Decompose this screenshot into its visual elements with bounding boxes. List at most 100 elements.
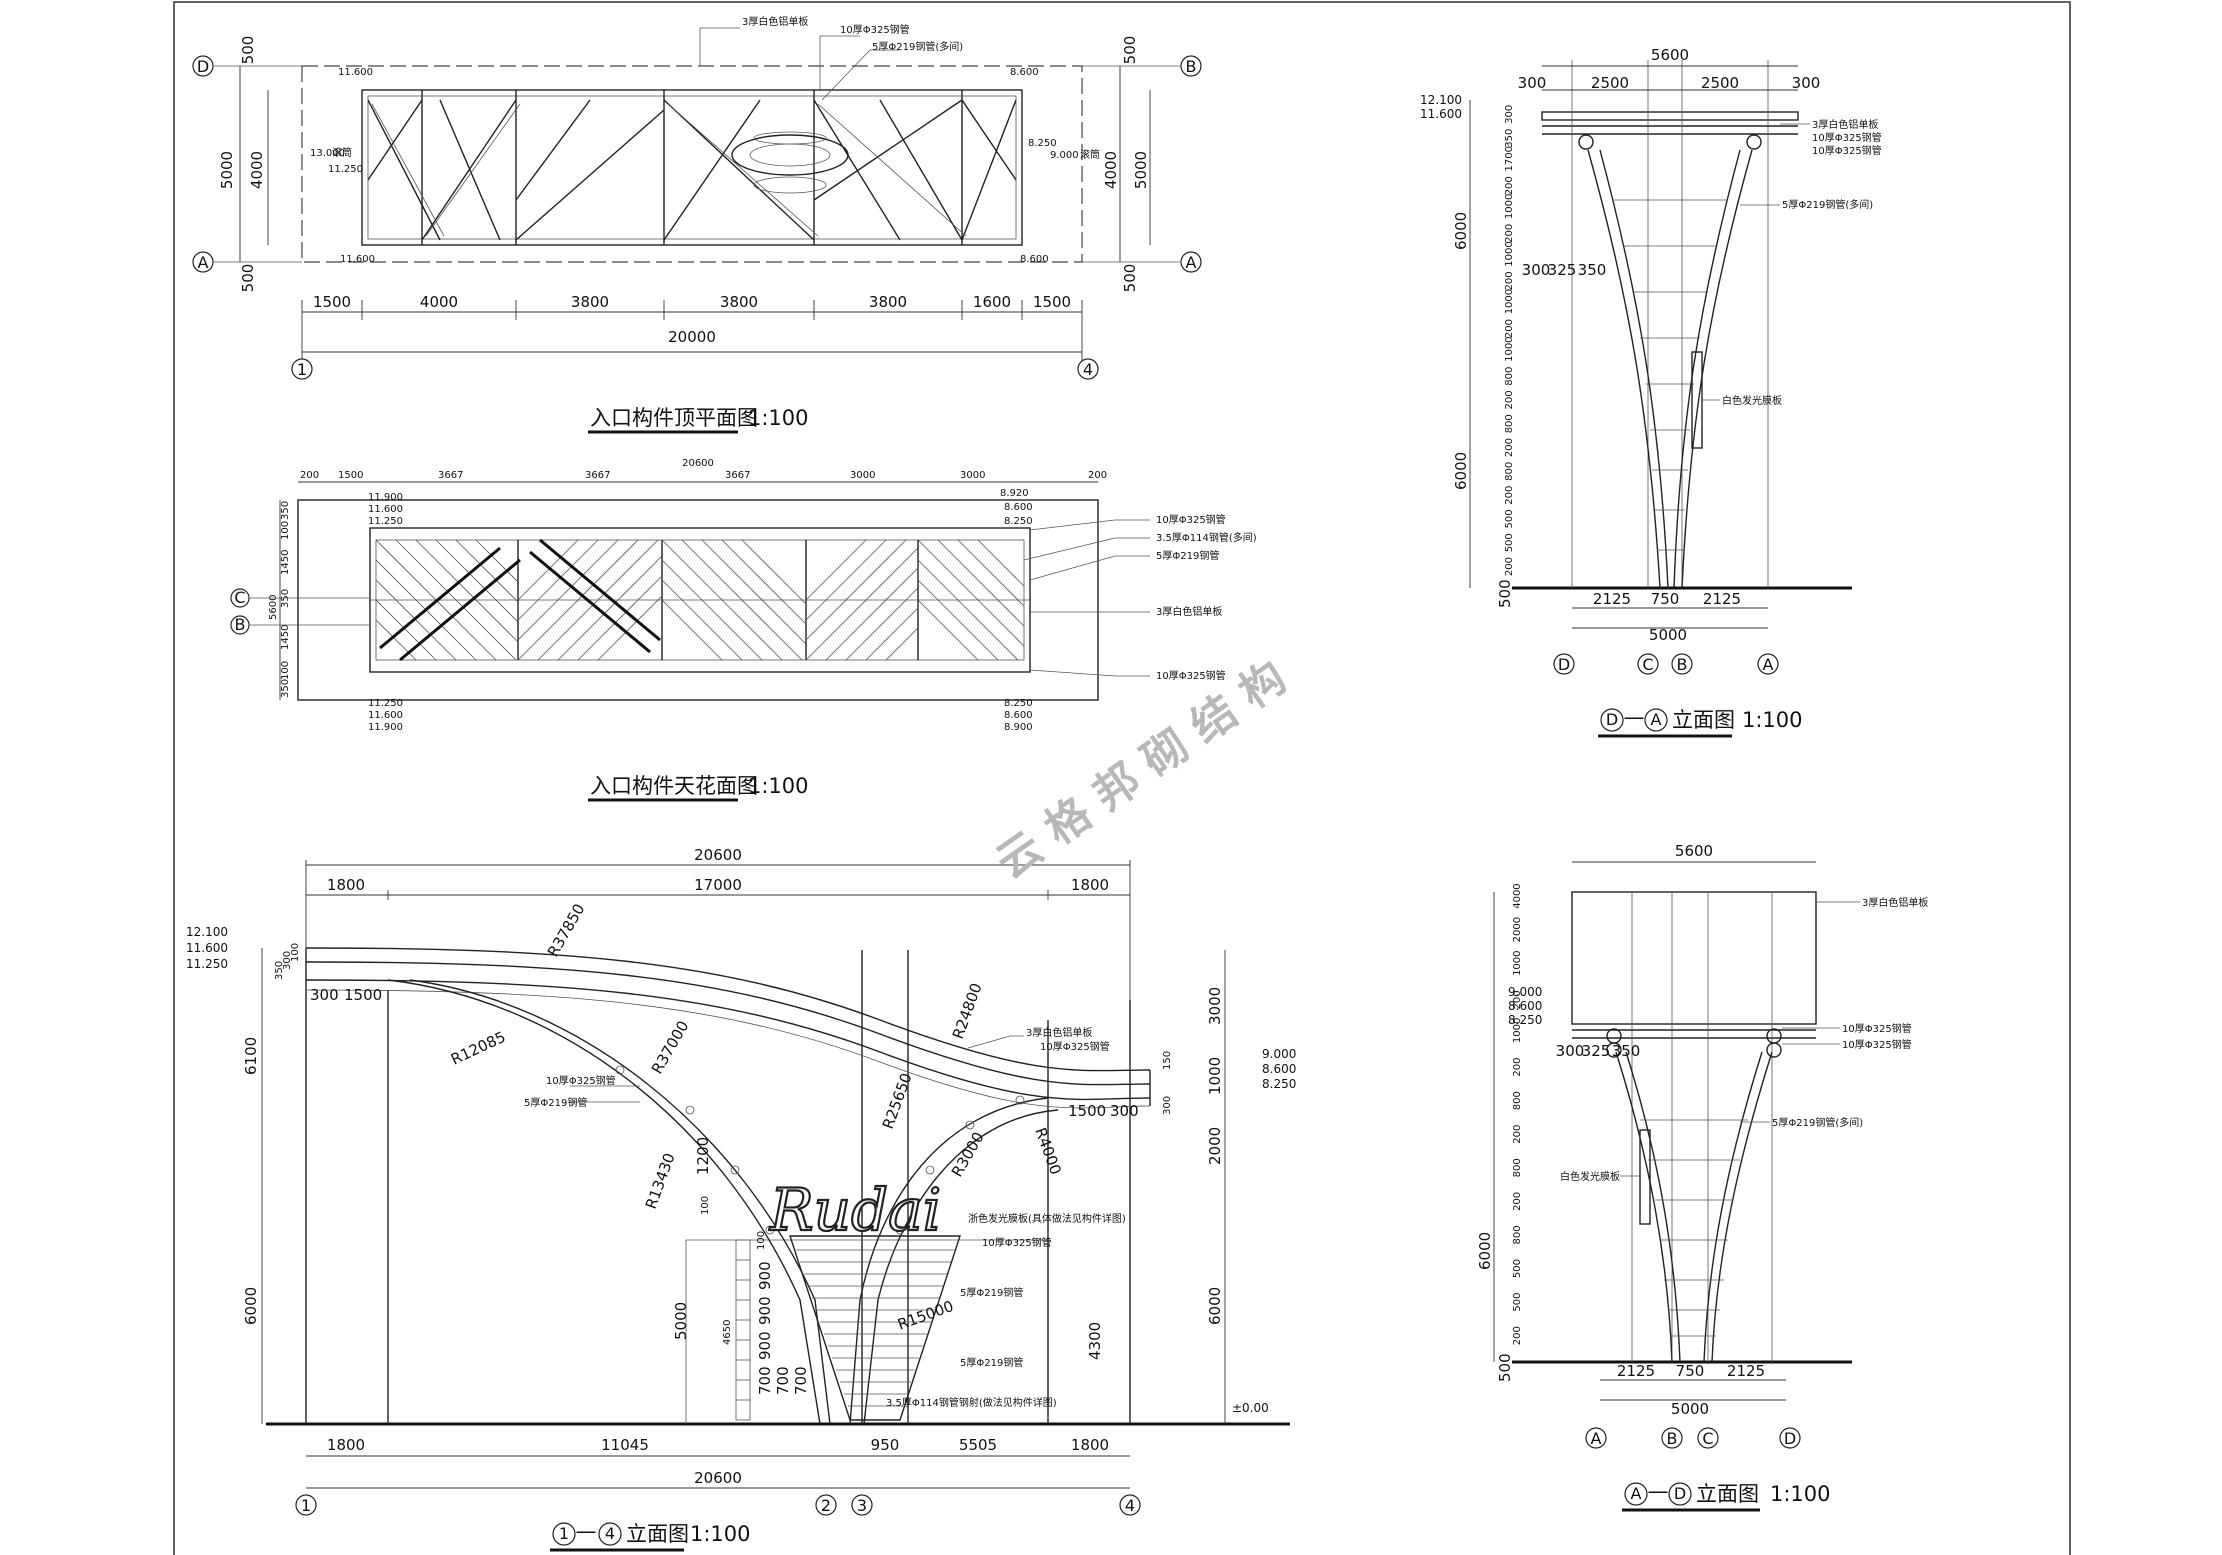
side2-level-3: 8.250 <box>1508 1013 1542 1027</box>
side2-vdim-1: 4000 <box>1512 883 1523 908</box>
front-level-l1: 12.100 <box>186 925 228 939</box>
front-rdim-3: 1000 <box>1206 1057 1224 1095</box>
side-elevation-bottom: 5600 2125 750 2125 5000 500 300 325 350 … <box>1476 842 1928 1512</box>
plan-dim-3: 3800 <box>571 293 609 311</box>
side2-vdim-3: 1000 <box>1512 950 1523 975</box>
ceiling-ldim-3: 1450 <box>280 550 291 575</box>
side1-mid-dim-3: 350 <box>1578 261 1607 279</box>
side1-bot-dim-2: 750 <box>1651 590 1680 608</box>
plan-axis-b: B <box>1186 57 1197 76</box>
front-stack-7: 700 <box>756 1366 774 1395</box>
front-note-3: 10厚Φ325钢管 <box>546 1074 616 1087</box>
plan-frame <box>361 89 1023 246</box>
front-inner-dim-3: 4650 <box>722 1320 733 1345</box>
side2-vdim-11: 800 <box>1512 1225 1523 1244</box>
side1-vdim-9: 1000 <box>1504 289 1515 314</box>
front-top-total: 20600 <box>694 846 742 864</box>
side2-bot-dim-1: 2125 <box>1617 1362 1655 1380</box>
side1-vdim-13: 200 <box>1504 390 1515 409</box>
side2-axis-1: A <box>1591 1429 1602 1448</box>
plan-level-r3: 9.000 <box>1050 150 1079 161</box>
front-level-r2: 8.600 <box>1262 1062 1296 1076</box>
ceiling-level-r2: 8.600 <box>1004 502 1033 513</box>
side1-left-total-2: 6000 <box>1452 452 1470 490</box>
side1-bot-dim-3: 2125 <box>1703 590 1741 608</box>
plan-axis-d: D <box>197 57 209 76</box>
front-stack-8: 700 <box>774 1366 792 1395</box>
plan-hub <box>731 134 849 176</box>
side1-top-dim-3: 2500 <box>1701 74 1739 92</box>
plan-dim-1: 1500 <box>313 293 351 311</box>
side1-note-5: 白色发光膜板 <box>1722 394 1782 407</box>
side1-left-total-1: 6000 <box>1452 212 1470 250</box>
front-level-r3: 8.250 <box>1262 1077 1296 1091</box>
side1-level-2: 11.600 <box>1420 107 1462 121</box>
side2-vdim-12: 500 <box>1512 1259 1523 1278</box>
side1-vdim-7: 1000 <box>1504 241 1515 266</box>
front-note-2: 10厚Φ325钢管 <box>1040 1040 1110 1053</box>
right-arch <box>849 1097 1049 1425</box>
side1-vdim-5: 1000 <box>1504 194 1515 219</box>
side2-mid-dim-1: 300 <box>1556 1042 1585 1060</box>
front-inner-dim-1: 5000 <box>672 1302 690 1340</box>
side1-note-2: 10厚Φ325钢管 <box>1812 131 1882 144</box>
front-top-dim-2: 17000 <box>694 876 742 894</box>
plan-left-dim-3: 500 <box>239 264 257 293</box>
front-radius-1: R37850 <box>544 901 589 960</box>
front-bot-dim-4: 5505 <box>959 1436 997 1454</box>
front-ldim2-1: 300 <box>310 986 339 1004</box>
side1-top-dim-2: 2500 <box>1591 74 1629 92</box>
plan-note-2: 10厚Φ325钢管 <box>840 23 910 36</box>
plan-level-r2: 8.250 <box>1028 138 1057 149</box>
plan-axis-a2: A <box>1186 253 1197 272</box>
front-radius-9: R15000 <box>895 1297 956 1334</box>
side2-axis-2: B <box>1667 1429 1678 1448</box>
plan-dim-5: 3800 <box>869 293 907 311</box>
front-stack-1: 1200 <box>694 1137 712 1175</box>
sheet-border <box>173 1 2071 1555</box>
side2-note-1: 3厚白色铝单板 <box>1862 896 1928 909</box>
watermark-text: 云 格 邦 砌 结 构 <box>987 652 1295 889</box>
ceiling-note-3: 5厚Φ219钢管 <box>1156 549 1219 562</box>
plan-left-dim-1: 500 <box>239 36 257 65</box>
side2-bot-dim-3: 2125 <box>1727 1362 1765 1380</box>
side1-vdim-1: 300 <box>1504 105 1515 124</box>
plan-axis-a: A <box>198 253 209 272</box>
front-note-4: 5厚Φ219钢管 <box>524 1096 587 1109</box>
plan-scale: 1:100 <box>748 406 809 430</box>
side1-vdim-8: 200 <box>1504 271 1515 290</box>
plan-level-1: 11.600 <box>338 67 373 78</box>
ceiling-axis-c: C <box>234 588 245 607</box>
side1-vdim-14: 800 <box>1504 414 1515 433</box>
front-rdim-2: 150 <box>1162 1051 1173 1070</box>
ceiling-ldim-4: 350 <box>280 589 291 608</box>
front-ldim-4: 6100 <box>242 1037 260 1075</box>
side1-title-axis-1: D <box>1606 710 1618 729</box>
front-title: 立面图 <box>626 1522 689 1546</box>
ceiling-outer <box>297 499 1099 701</box>
side2-note-3: 10厚Φ325钢管 <box>1842 1038 1912 1051</box>
side1-vdim-6: 200 <box>1504 224 1515 243</box>
front-level-l2: 11.600 <box>186 941 228 955</box>
ceiling-ldim-6: 100 <box>280 661 291 680</box>
side1-scale: 1:100 <box>1742 708 1803 732</box>
roof-top-curve <box>305 947 1151 1072</box>
front-axis-1: 1 <box>301 1496 311 1515</box>
side1-title-dash: — <box>1624 705 1645 729</box>
front-ldim-1: 350 <box>274 961 285 980</box>
ceiling-ldim-1: 350 <box>280 501 291 520</box>
ceiling-level-1: 11.900 <box>368 492 403 503</box>
side1-title-axis-2: A <box>1651 710 1662 729</box>
side1-vdim-15: 200 <box>1504 438 1515 457</box>
front-radius-4: R24800 <box>949 981 986 1042</box>
front-radius-6: R4000 <box>1031 1125 1065 1177</box>
front-stack-5: 900 <box>756 1296 774 1325</box>
ceiling-level-r6: 8.900 <box>1004 722 1033 733</box>
plan-truss-diagonals <box>367 99 1017 241</box>
side-elevation-top: 5600 300 2500 2500 300 2125 750 2125 500… <box>1420 46 1882 738</box>
ceiling-level-3: 11.250 <box>368 516 403 527</box>
side1-bot-dim-1: 2125 <box>1593 590 1631 608</box>
ceiling-note-1: 10厚Φ325钢管 <box>1156 513 1226 526</box>
side2-title: 立面图 <box>1696 1482 1759 1506</box>
ceiling-note-4: 3厚白色铝单板 <box>1156 605 1222 618</box>
